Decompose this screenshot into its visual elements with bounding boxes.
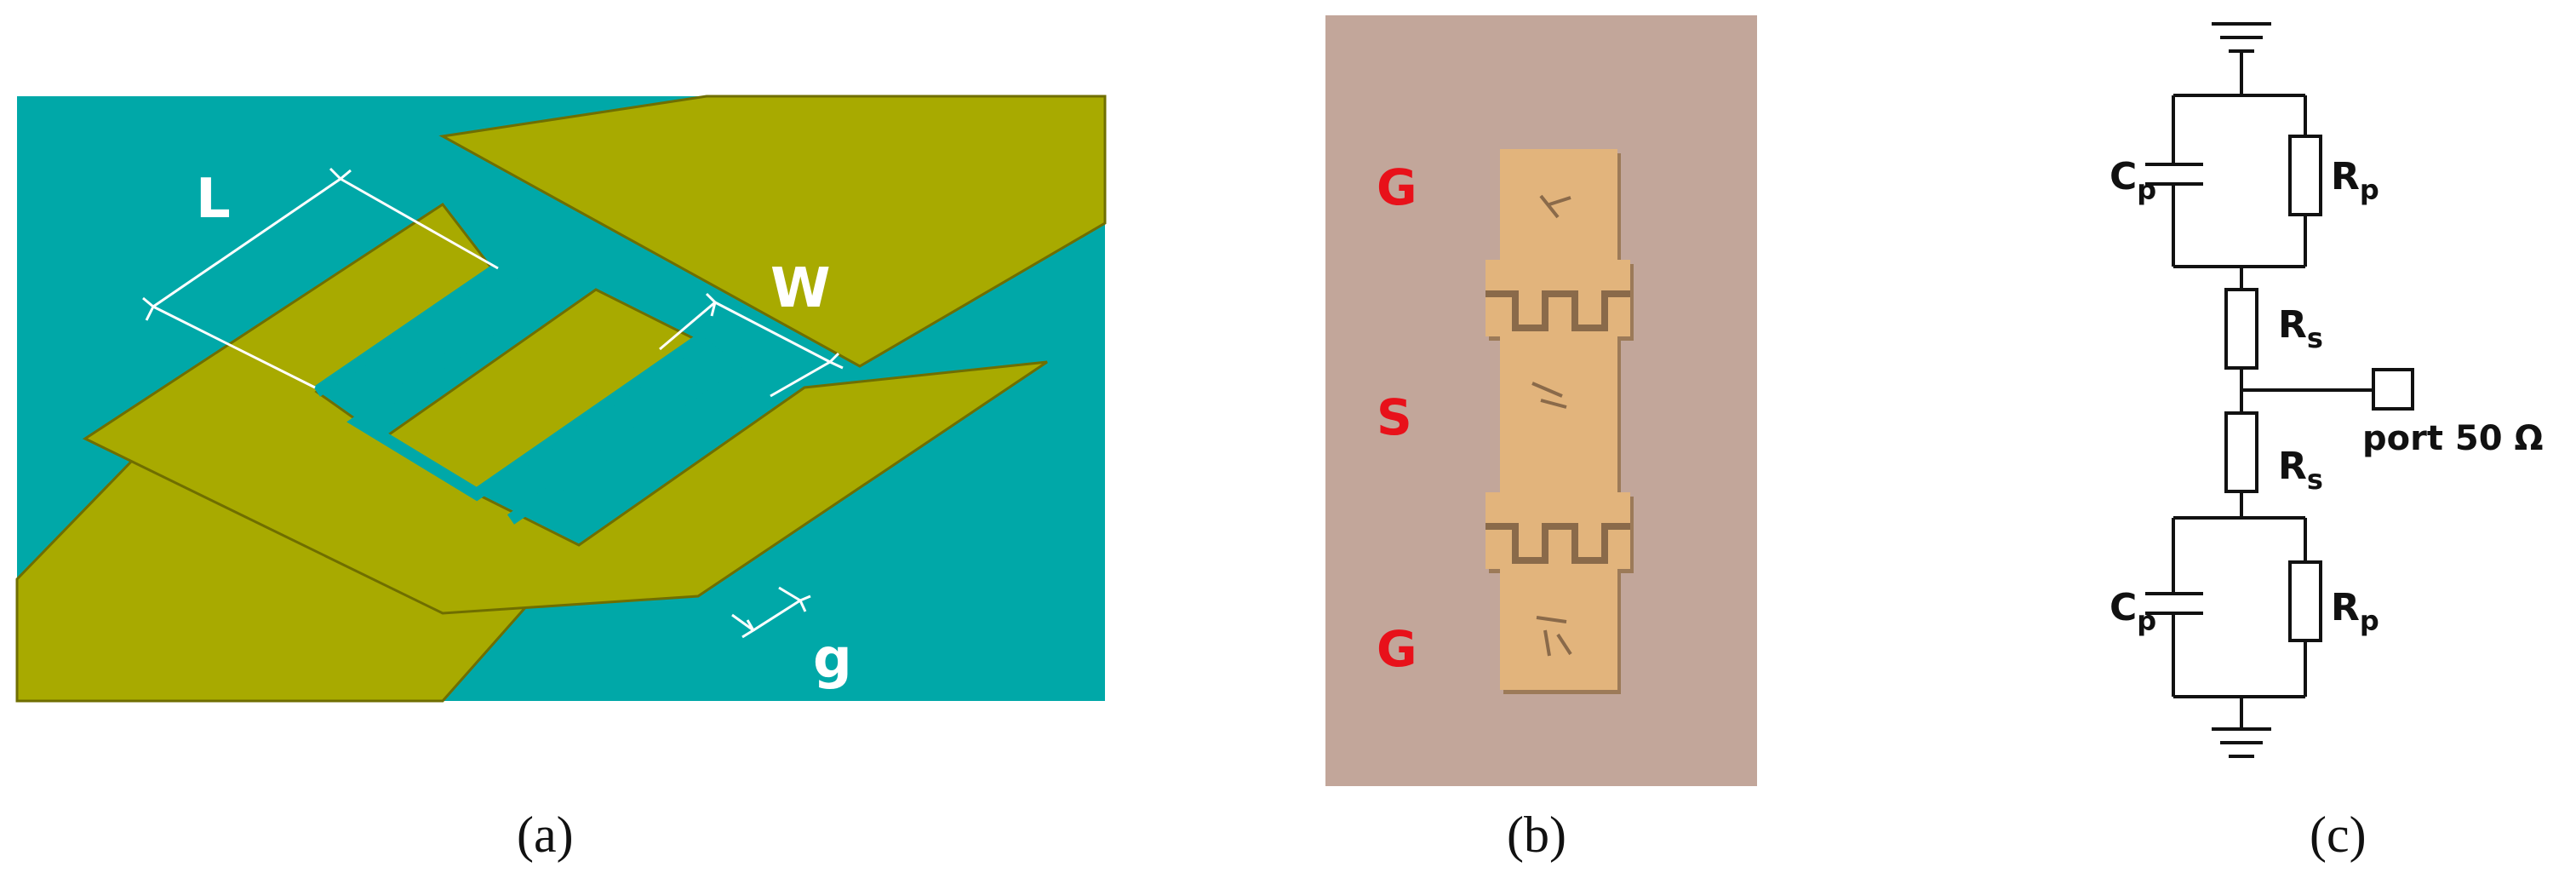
label-top-cp: Cp: [2109, 155, 2156, 206]
panel-a-3d-model: L W g: [15, 95, 1107, 703]
label-top-rs: Rs: [2278, 303, 2323, 354]
label-bottom-rp: Rp: [2331, 586, 2379, 637]
top-resistor-rs: [2224, 288, 2258, 370]
panel-a-label-g: g: [813, 628, 852, 691]
top-parallel-branch: [2145, 94, 2322, 268]
series-chain: [2224, 267, 2414, 518]
caption-b: (b): [1507, 807, 1566, 863]
caption-c: (c): [2310, 807, 2367, 863]
panel-b-probe-mark-bottom: [1536, 616, 1572, 657]
panel-b-lower-slot: [1485, 523, 1630, 564]
panel-a-back-strip: [438, 95, 1107, 368]
bottom-parallel-branch: [2145, 516, 2322, 698]
panel-b-upper-slot: [1485, 290, 1630, 331]
label-bottom-cp: Cp: [2109, 586, 2156, 637]
bottom-ground-symbol: [2212, 697, 2271, 758]
panel-b-probe-mark-top: [1539, 194, 1571, 219]
caption-a: (a): [517, 807, 574, 863]
port-box: [2372, 368, 2414, 411]
label-top-rp: Rp: [2331, 155, 2379, 206]
panel-a-dimension-L: [142, 167, 499, 389]
panel-a-label-L: L: [196, 168, 231, 231]
panel-b-label-s: S: [1377, 388, 1412, 446]
panel-a-slot-outline: [313, 263, 742, 525]
bottom-resistor-rs: [2224, 411, 2258, 493]
top-resistor-rp: [2288, 135, 2322, 216]
panel-b-pad: [1485, 149, 1630, 690]
panel-b-label-top-g: G: [1377, 158, 1417, 216]
panel-b-probe-mark-mid: [1531, 382, 1567, 409]
label-bottom-rs: Rs: [2278, 445, 2323, 496]
panel-a-label-W: W: [770, 257, 831, 320]
panel-b-micrograph: [1325, 15, 1757, 786]
panel-b-label-bottom-g: G: [1377, 620, 1417, 678]
panel-c-circuit: [2145, 22, 2414, 758]
bottom-resistor-rp: [2288, 560, 2322, 642]
port-label: port 50 Ω: [2362, 419, 2543, 458]
panel-a-dimension-W: [659, 292, 844, 398]
top-ground-symbol: [2212, 22, 2271, 95]
panel-a-dimension-g: [731, 586, 811, 639]
